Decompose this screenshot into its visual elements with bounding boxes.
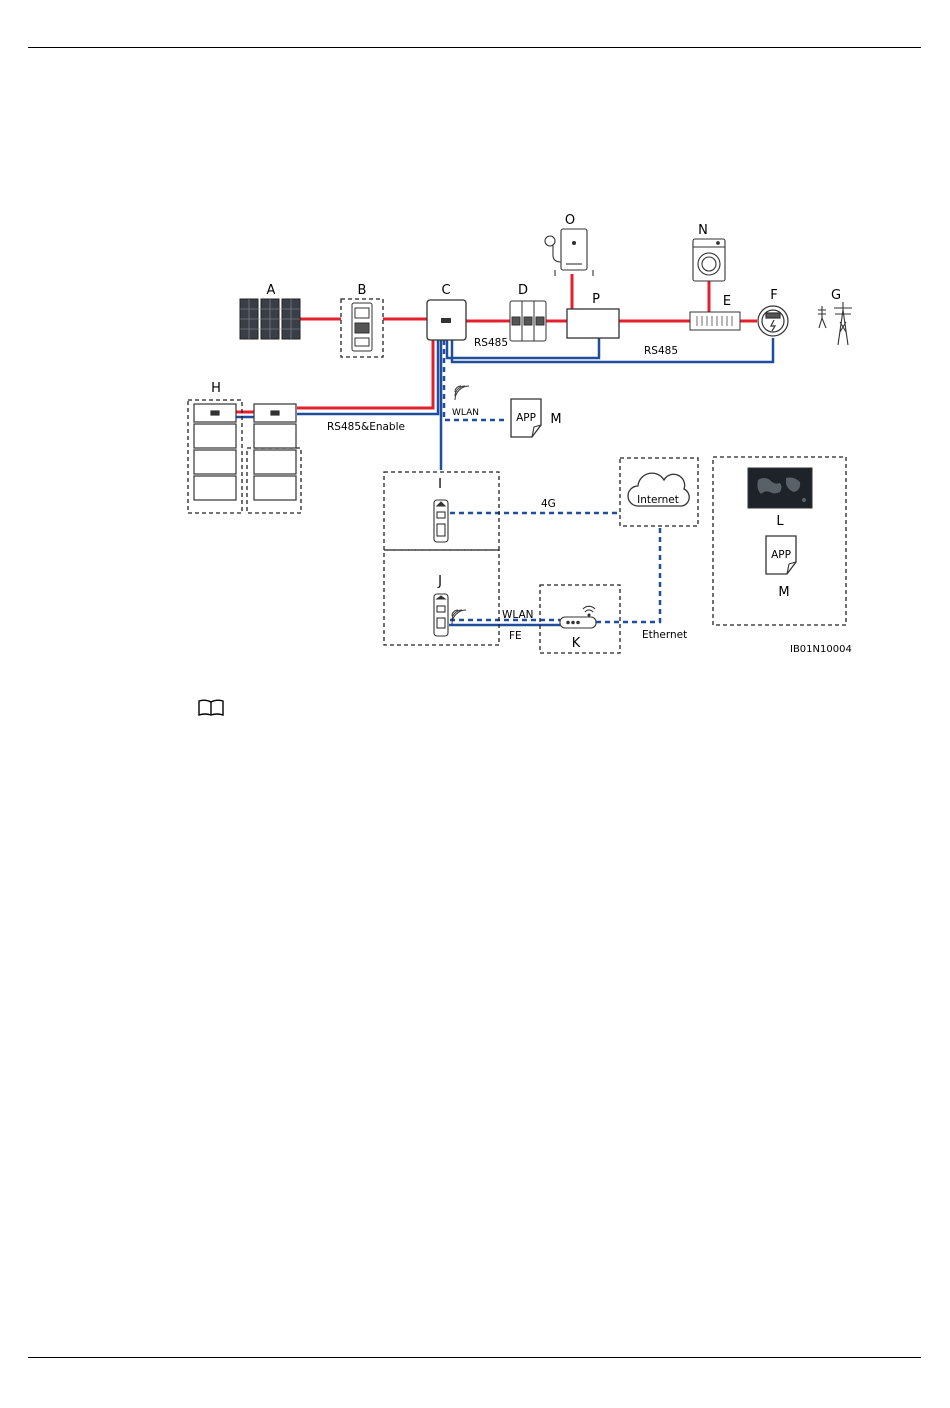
link-label-fe: FE [509, 630, 522, 642]
breaker-icon [510, 301, 546, 341]
label-j: J [437, 574, 442, 589]
app-icon-remote: APP [766, 536, 796, 574]
label-c: C [441, 283, 450, 298]
label-l: L [776, 514, 784, 529]
label-g: G [831, 288, 841, 303]
label-n: N [698, 223, 708, 238]
distribution-board-icon [690, 312, 740, 330]
label-b: B [358, 283, 367, 298]
book-icon [197, 699, 225, 717]
link-label-rs485-enable: RS485&Enable [327, 421, 405, 433]
link-label-wlan-app: WLAN [452, 408, 479, 418]
power-tower-icon [818, 302, 852, 345]
inverter-icon [427, 300, 466, 340]
cloud-icon: Internet [628, 473, 689, 506]
app-label-local: APP [516, 412, 536, 424]
label-f: F [770, 288, 777, 303]
link-label-4g: 4G [541, 498, 556, 510]
line-ethernet [596, 528, 660, 622]
label-m-local: M [550, 412, 561, 427]
backup-box-icon [567, 309, 619, 338]
internet-label: Internet [637, 494, 679, 506]
washing-machine-icon [693, 239, 725, 281]
label-d: D [518, 283, 528, 298]
label-h: H [211, 381, 221, 396]
wifi-icon [455, 386, 469, 400]
link-label-rs485-meter: RS485 [644, 345, 678, 357]
label-m-remote: M [778, 585, 789, 600]
label-i: I [438, 477, 442, 492]
wireless-lines [444, 340, 660, 622]
label-e: E [723, 294, 731, 309]
label-k: K [572, 636, 581, 651]
comm-lines [236, 338, 773, 625]
solar-panel-icon [240, 299, 300, 339]
app-label-remote: APP [771, 549, 791, 561]
link-label-ethernet: Ethernet [642, 629, 687, 641]
link-label-wlan-router: WLAN [502, 609, 534, 621]
label-o: O [565, 213, 575, 228]
app-icon: APP [511, 399, 541, 437]
wlan-dongle-icon [434, 594, 466, 636]
monitor-map-icon [748, 468, 812, 508]
water-heater-icon [545, 229, 593, 276]
smart-meter-icon [758, 306, 788, 336]
battery-icon [194, 404, 296, 500]
figure-id: IB01N10004 [790, 644, 852, 655]
router-icon [560, 606, 596, 628]
label-a: A [267, 283, 276, 298]
link-label-rs485-inverter: RS485 [474, 337, 508, 349]
label-p: P [592, 292, 600, 307]
dc-switch-icon [352, 303, 372, 351]
4g-dongle-icon [434, 500, 448, 542]
